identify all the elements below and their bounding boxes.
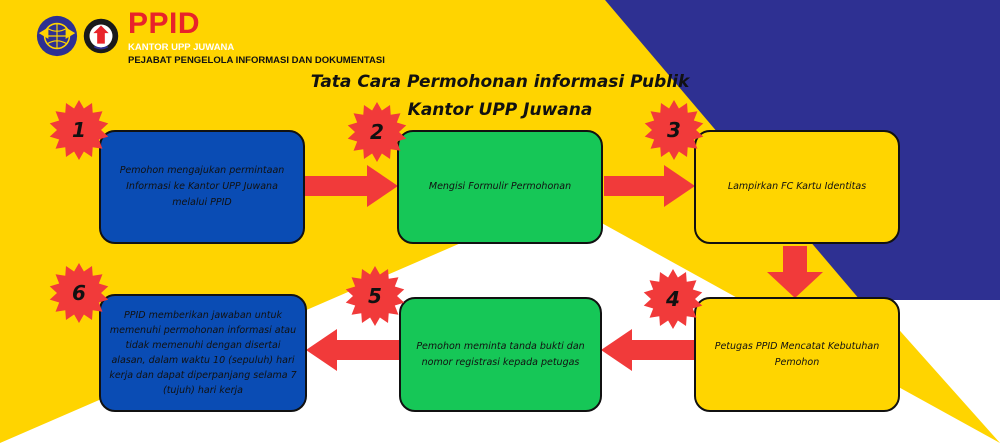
- step-badge-6: 6: [48, 262, 110, 324]
- arrow-right-icon: [604, 165, 695, 207]
- page-title-line-2: Kantor UPP Juwana: [407, 100, 593, 120]
- step-box-1: Pemohon mengajukan permintaan Informasi …: [99, 130, 305, 244]
- arrow-right-icon: [305, 165, 398, 207]
- step-number-1: 1: [72, 118, 86, 142]
- brand-title: PPID: [128, 7, 201, 40]
- page-title-line-1: Tata Cara Permohonan informasi Publik: [310, 72, 690, 92]
- step-number-2: 2: [370, 120, 384, 144]
- step-badge-4: 4: [642, 268, 704, 330]
- starburst-shape: [345, 266, 405, 326]
- starburst-badge-icon: [345, 266, 405, 326]
- step-number-5: 5: [368, 284, 382, 308]
- starburst-shape: [49, 263, 109, 323]
- step-badge-1: 1: [48, 99, 110, 161]
- starburst-badge-icon: [643, 269, 703, 329]
- step-box-4: Petugas PPID Mencatat Kebutuhan Pemohon: [694, 297, 900, 412]
- brand-full-name: PEJABAT PENGELOLA INFORMASI DAN DOKUMENT…: [128, 55, 385, 66]
- arrow-left-icon: [306, 329, 400, 371]
- starburst-badge-icon: [347, 102, 407, 162]
- step-box-2: Mengisi Formulir Permohonan: [397, 130, 603, 244]
- starburst-badge-icon: [49, 263, 109, 323]
- starburst-shape: [347, 102, 407, 162]
- brand-office: KANTOR UPP JUWANA: [128, 42, 235, 53]
- step-badge-3: 3: [643, 99, 705, 161]
- step-badge-5: 5: [344, 265, 406, 327]
- starburst-shape: [643, 269, 703, 329]
- ministry-logo-icon: [36, 15, 78, 57]
- step-number-3: 3: [667, 118, 681, 142]
- upp-emblem-icon: [81, 16, 121, 56]
- step-box-3: Lampirkan FC Kartu Identitas: [694, 130, 900, 244]
- arrow-left-icon: [601, 329, 695, 371]
- step-number-4: 4: [666, 287, 680, 311]
- step-number-6: 6: [72, 281, 86, 305]
- step-box-6: PPID memberikan jawaban untuk memenuhi p…: [99, 294, 307, 412]
- starburst-shape: [644, 100, 704, 160]
- step-box-5: Pemohon meminta tanda bukti dan nomor re…: [399, 297, 602, 412]
- starburst-shape: [49, 100, 109, 160]
- starburst-badge-icon: [49, 100, 109, 160]
- starburst-badge-icon: [644, 100, 704, 160]
- step-badge-2: 2: [346, 101, 408, 163]
- arrow-down-icon: [767, 246, 823, 298]
